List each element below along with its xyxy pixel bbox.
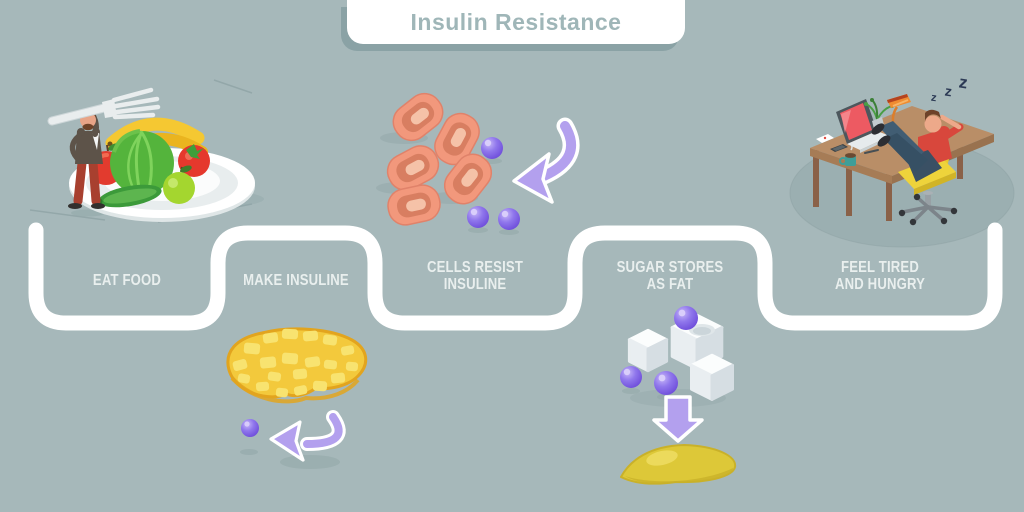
page-title: Insulin Resistance bbox=[410, 8, 622, 35]
sleep-z-small: z bbox=[930, 91, 938, 105]
man-with-fork-and-plate-icon bbox=[29, 79, 264, 223]
step-label-make-insuline: MAKE INSULINE bbox=[243, 272, 349, 289]
pancreas-insulin-icon bbox=[226, 327, 368, 469]
green-apple-icon bbox=[163, 165, 195, 204]
giant-fork-icon bbox=[47, 87, 161, 126]
step-label-cells-resist-insuline: CELLS RESIST INSULINE bbox=[426, 259, 524, 293]
step-label-eat-food: EAT FOOD bbox=[92, 272, 162, 289]
curved-arrow-icon bbox=[269, 410, 346, 462]
curved-arrow-icon bbox=[512, 117, 580, 204]
phone-icon bbox=[830, 144, 848, 152]
chair-base-icon bbox=[898, 191, 958, 226]
flow-path bbox=[28, 222, 1003, 331]
insulin-molecule-icon bbox=[241, 419, 259, 437]
coffee-mug-icon bbox=[839, 143, 856, 166]
step-label-sugar-stores-as-fat: SUGAR STORES AS FAT bbox=[616, 259, 724, 293]
title-banner: Insulin Resistance bbox=[347, 0, 685, 44]
down-arrow-icon bbox=[652, 395, 704, 443]
sugar-to-fat-icon bbox=[620, 306, 737, 485]
pancreas-icon bbox=[226, 327, 368, 404]
man-icon bbox=[68, 108, 105, 209]
insulin-molecule-icon bbox=[620, 306, 698, 395]
sugar-cubes-icon bbox=[627, 313, 734, 401]
sleeping-man-at-desk-icon bbox=[810, 94, 994, 226]
sleeping-person-icon bbox=[871, 109, 964, 182]
calendar-icon bbox=[816, 134, 834, 143]
blood-cells-insulin-icon bbox=[376, 92, 580, 235]
fat-blob-icon bbox=[620, 444, 737, 485]
insulin-molecule-icon bbox=[467, 137, 520, 230]
red-blood-cells-icon bbox=[386, 92, 493, 226]
pen-icon bbox=[864, 149, 879, 154]
step-label-feel-tired-and-hungry: FEEL TIRED AND HUNGRY bbox=[834, 259, 926, 293]
